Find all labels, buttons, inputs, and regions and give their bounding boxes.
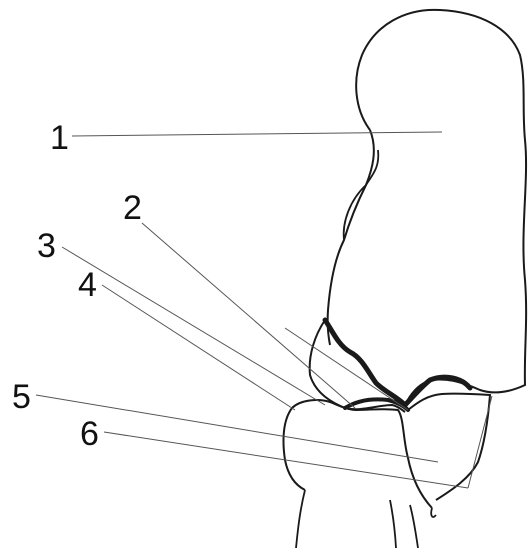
label-4: 4 xyxy=(78,268,97,302)
label-3: 3 xyxy=(37,229,56,263)
leader-line-6 xyxy=(104,432,468,488)
leader-line-3 xyxy=(62,247,325,405)
label-5: 5 xyxy=(12,380,31,414)
leader-line-4b xyxy=(285,328,408,410)
leader-line-6b xyxy=(468,396,492,488)
upper-bone-left-edge xyxy=(328,130,374,345)
articular-surface xyxy=(325,320,470,405)
leader-line-1 xyxy=(72,132,442,136)
label-1: 1 xyxy=(50,121,69,155)
lower-right-bone-outline xyxy=(408,394,490,500)
upper-bone-outline xyxy=(356,10,526,405)
leader-line-4 xyxy=(102,285,295,410)
label-6: 6 xyxy=(80,417,99,451)
lower-shafts xyxy=(296,490,436,548)
lower-left-bone-outline xyxy=(283,400,432,508)
label-2: 2 xyxy=(123,191,142,225)
